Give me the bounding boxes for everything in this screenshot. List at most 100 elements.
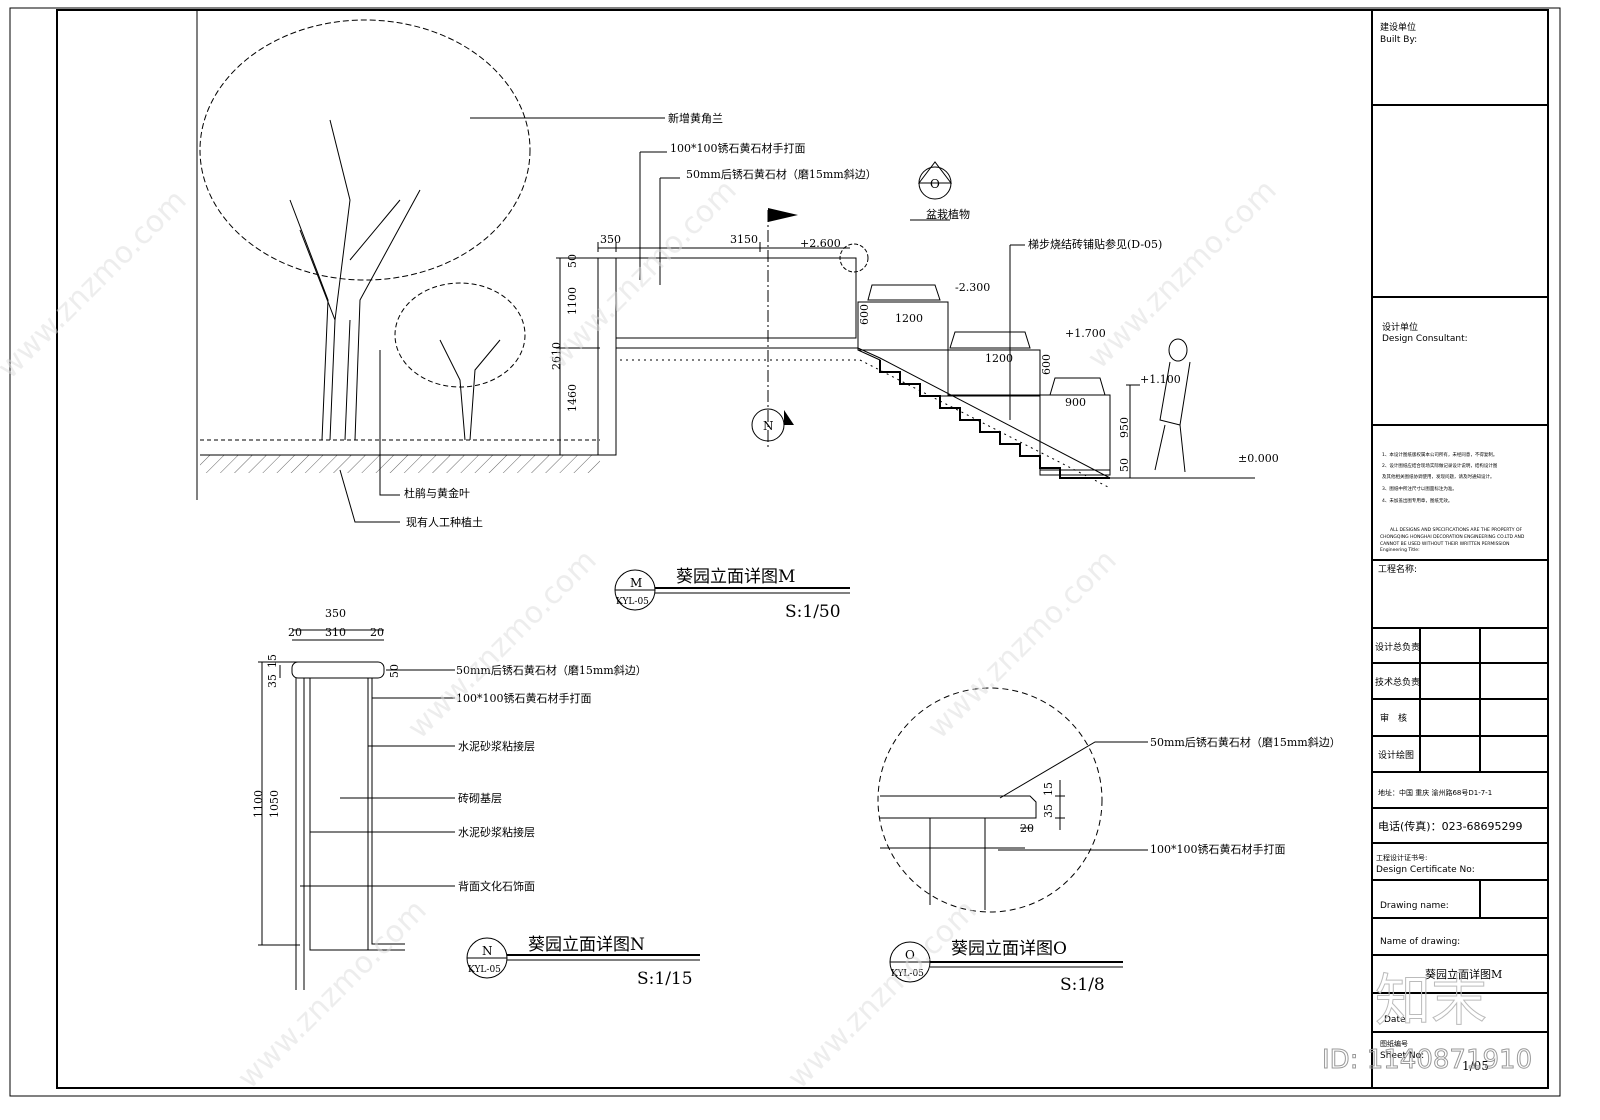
drawing-label: 1050 [268,790,281,818]
drawing-label: ALL DESIGNS AND SPECIFICATIONS ARE THE P… [1390,527,1523,533]
elevation: +1.700 [1065,327,1106,340]
drawing-label: 50 [388,664,401,678]
drawing-label: 100*100锈石黄石材手打面 [1150,842,1286,856]
drawing-label: Design Certificate No: [1376,865,1475,875]
drawing-label: CANNOT BE USED WITHOUT THEIR WRITTEN PER… [1380,541,1510,547]
dim: 3150 [730,233,758,246]
drawing-label: 设计绘图 [1378,749,1414,761]
drawing-label: 设计总负责 [1375,641,1420,653]
drawing-label: Built By: [1380,35,1417,45]
title-block: 建设单位 Built By: 设计单位 Design Consultant: 1… [1371,10,1548,1088]
drawing-label: ID: 1140871910 [1322,1045,1532,1075]
drawing-label: KYL-05 [616,597,649,607]
drawing-label: 审 核 [1380,712,1407,724]
flag-icon [768,208,798,222]
watermark: www.znzmo.com www.znzmo.com www.znzmo.co… [0,173,1533,1096]
drawing-label: 知末 [1375,969,1487,1034]
dim: 1200 [985,352,1013,365]
dim: 350 [600,233,621,246]
drawing-label: 1/05 [1462,1059,1489,1073]
drawing-label: 建设单位 [1380,21,1416,33]
drawing-label: 地址：中国 重庆 渝州路68号D1-7-1 [1378,788,1492,797]
drawing-label: KYL-05 [891,969,924,979]
drawing-label: 水泥砂浆粘接层 [458,739,535,753]
drawing-label: S:1/8 [1060,975,1105,995]
elevation: ±0.000 [1238,452,1279,465]
drawing-label: www.znzmo.com [1081,173,1284,376]
drawing-label: 砖砌基层 [458,791,502,805]
drawing-label: Engineering Title: [1380,547,1420,553]
drawing-label: www.znzmo.com [0,183,194,386]
person-icon [1154,338,1191,473]
tree-icon [199,19,531,441]
dim: 600 [1040,354,1053,375]
drawing-label: S:1/15 [637,969,693,989]
drawing-label: www.znzmo.com [541,173,744,376]
elevation: +2.600 [800,237,841,250]
label-soil: 现有人工种植土 [406,515,483,529]
section-n: 350 310 20 20 35 15 50 1100 1050 50mm后锈石… [252,607,700,990]
dim: 600 [858,304,871,325]
label-stone-100: 100*100锈石黄石材手打面 [670,141,806,155]
marker-n-label: N [763,419,774,433]
drawing-label: 3、图纸中所注尺寸以图面标注为准。 [1382,485,1457,492]
drawing-label: www.znzmo.com [231,893,434,1096]
drawing-label: Drawing name: [1380,901,1449,911]
dim: 1460 [566,384,579,412]
drawing-label: 20 [288,626,302,639]
elevation: +1.100 [1140,373,1181,386]
detail-o: 50mm后锈石黄石材（磨15mm斜边） 100*100锈石黄石材手打面 35 1… [877,687,1341,995]
drawing-label: 设计单位 [1382,321,1418,333]
drawing-label: 工程名称: [1378,563,1417,575]
drawing-label: 100*100锈石黄石材手打面 [456,691,592,705]
drawing-label: 15 [1042,782,1055,796]
drawing-label: O [905,948,915,962]
drawing-label: 310 [325,626,346,639]
drawing-label: 葵园立面详图M [1425,967,1502,981]
drawing-label: 水泥砂浆粘接层 [458,825,535,839]
label-steps: 梯步烧结砖铺贴参见(D-05) [1028,237,1162,251]
label-azalea: 杜鹃与黄金叶 [404,486,470,500]
drawing-label: 工程设计证书号: [1376,853,1427,862]
drawing-label: S:1/50 [785,602,841,622]
marker-o-label: O [930,177,940,191]
drawing-label: www.znzmo.com [781,893,984,1096]
drawing-label: 技术总负责 [1375,676,1420,688]
outer-border [9,7,1561,1097]
drawing-label: 1100 [252,790,265,818]
drawing-label: 电话(传真)：023-68695299 [1378,819,1523,833]
shrub-icon [394,282,526,441]
drawing-label: 35 [266,674,279,688]
dim: 900 [1065,396,1086,409]
drawing-label: 35 [1042,804,1055,818]
drawing-label: www.znzmo.com [401,543,604,746]
drawing-label: Name of drawing: [1380,937,1460,947]
label-potted: 盆栽植物 [926,207,970,221]
drawing-label: 图纸编号 [1380,1039,1408,1048]
drawing-label: 350 [325,607,346,620]
dim: 1200 [895,312,923,325]
drawing-label: 及其他相关图纸协调使用，发现问题，请及时通知设计。 [1382,473,1495,480]
drawing-label: KYL-05 [468,965,501,975]
drawing-label: M [630,576,642,590]
dim: 950 [1118,417,1131,438]
drawing-label: 背面文化石饰面 [458,879,535,893]
drawing-label: 葵园立面详图M [676,567,795,587]
dim: 2610 [550,342,563,370]
drawing-label: Design Consultant: [1382,334,1468,344]
drawing-label: www.znzmo.com [921,543,1124,746]
drawing-label: Sheet No: [1380,1051,1424,1061]
drawing-label: 50mm后锈石黄石材（磨15mm斜边） [1150,735,1341,749]
drawing-label: 葵园立面详图O [951,939,1067,959]
drawing-label: 4、未加盖出图专用章，图纸无效。 [1382,497,1452,504]
dim: 1100 [566,287,579,315]
drawing-label: CHONGQING HONGHAI DECORATION ENGINEERING… [1380,534,1525,540]
drawing-label: 1、本设计图纸版权属本公司所有，未经同意，不得复制。 [1382,451,1497,458]
drawing-label: N [482,944,493,958]
drawing-label: 50mm后锈石黄石材（磨15mm斜边） [456,663,647,677]
drawing-label: 2、设计图纸应结合现场实际做记录设计说明，结构设计图 [1382,462,1498,469]
drawing-label: 20 [370,626,384,639]
drawing-label: Date [1384,1015,1406,1025]
label-plant-new: 新增黄角兰 [668,111,723,125]
